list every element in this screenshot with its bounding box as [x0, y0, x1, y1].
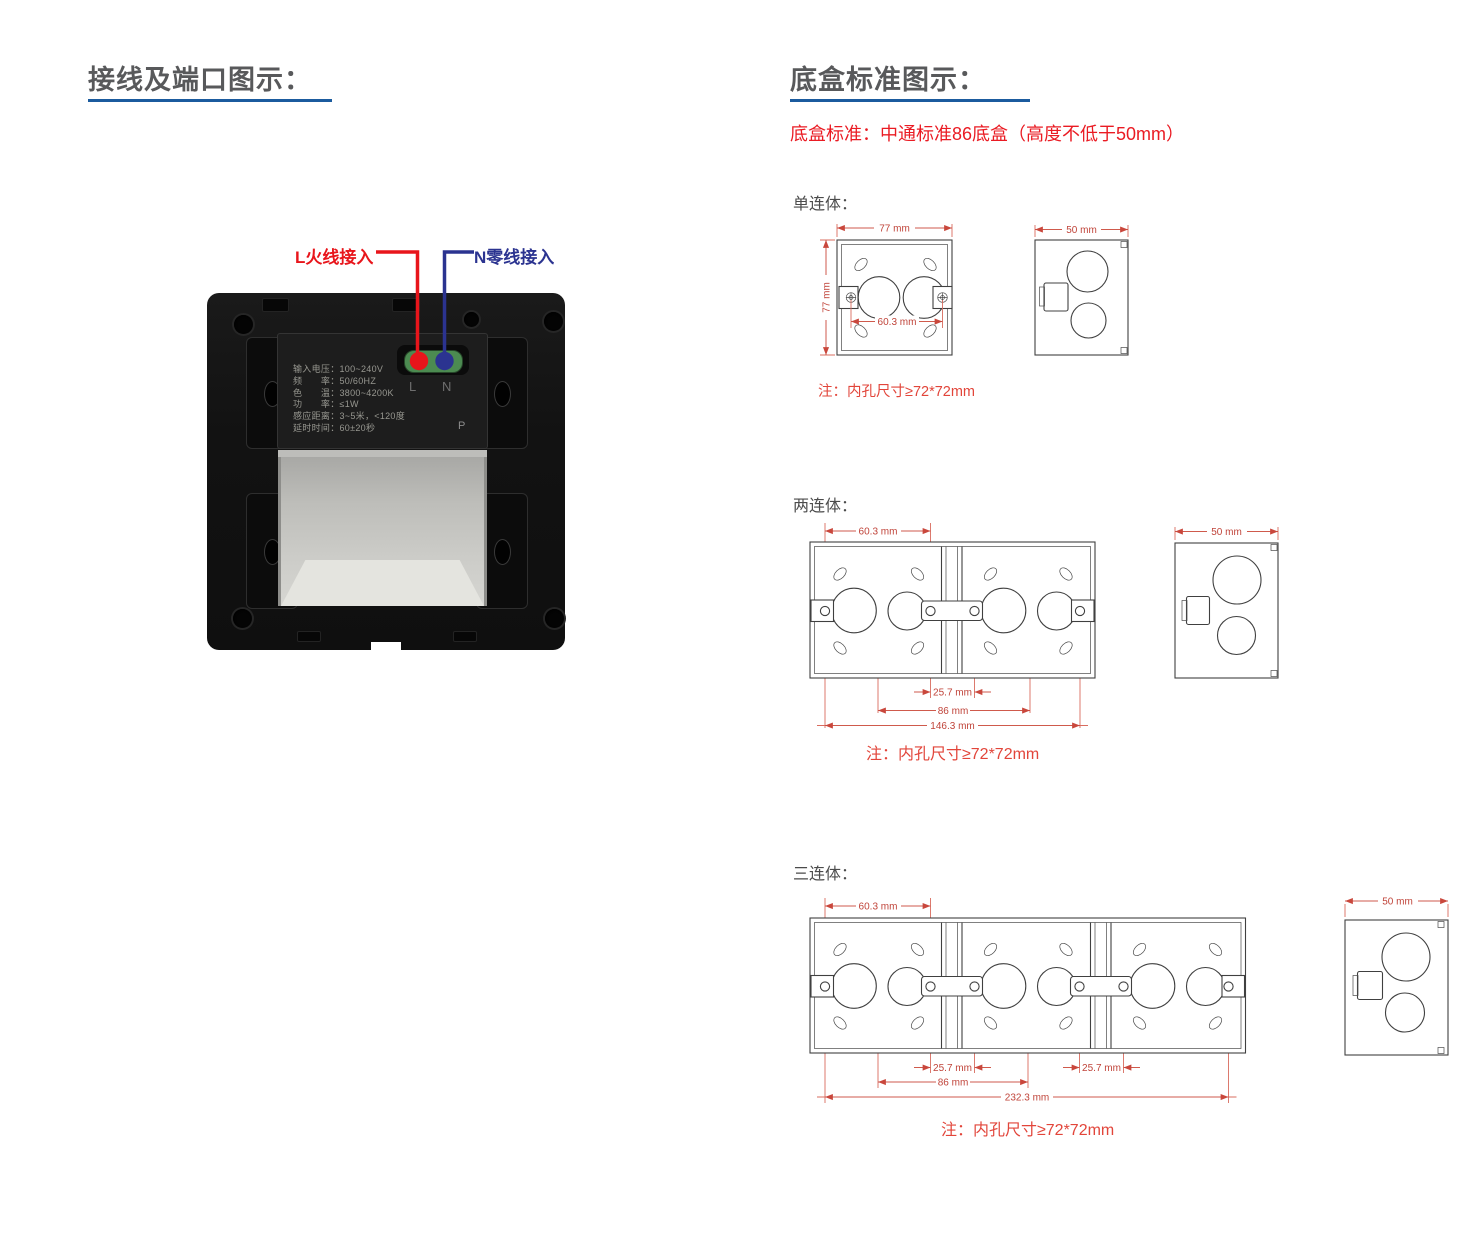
left-title-underline	[88, 99, 332, 102]
device-photo: 输入电压：100~240V 频 率：50/60HZ 色 温：3800~4200K…	[207, 293, 565, 652]
dim-label: 86 mm	[938, 706, 969, 717]
light-window	[278, 457, 487, 606]
live-wire-label: L火线接入	[295, 248, 374, 267]
dim-label: 50 mm	[1382, 897, 1413, 908]
section-label-triple: 三连体：	[793, 866, 858, 883]
dim-label: 25.7 mm	[933, 1063, 972, 1074]
dim-label: 77 mm	[822, 282, 833, 313]
terminal-l-mark: L	[409, 379, 417, 394]
spec-line: 延时时间：60±20秒	[293, 422, 376, 433]
drawing-single-front: 77 mm 77 mm 60.3 mm	[820, 221, 953, 356]
corner-screw-hole	[545, 609, 564, 628]
window-floor	[281, 560, 484, 606]
section-label-double: 两连体：	[793, 498, 858, 515]
device-specs: 输入电压：100~240V 频 率：50/60HZ 色 温：3800~4200K…	[293, 364, 405, 435]
spec-line: 输入电压：100~240V	[293, 364, 384, 374]
spec-line: 感应距离：3~5米，<120度	[293, 411, 406, 422]
clip-hole	[494, 539, 511, 565]
clip-hole	[494, 381, 511, 407]
dim-label: 146.3 mm	[930, 721, 974, 732]
drawing-single-side: 50 mm	[1034, 223, 1129, 356]
note-single: 注：内孔尺寸≥72*72mm	[818, 384, 976, 400]
p-mark: P	[458, 420, 466, 432]
drawing-double-side: 50 mm	[1174, 525, 1279, 679]
drawing-triple-front: 60.3 mm 25.7 mm 25.7 mm 86 mm 232.3 mm	[809, 898, 1247, 1104]
left-title: 接线及端口图示：	[88, 65, 312, 95]
box-standard-subtitle: 底盒标准：中通标准86底盒（高度不低于50mm）	[790, 124, 1185, 144]
drawing-triple-side: 50 mm	[1344, 894, 1449, 1056]
small-hole	[464, 312, 479, 327]
spec-line: 频 率：50/60HZ	[293, 375, 377, 386]
dim-label: 25.7 mm	[1082, 1063, 1121, 1074]
dim-label: 60.3 mm	[878, 317, 917, 328]
terminal-n-mark: N	[442, 379, 452, 394]
dim-label: 86 mm	[938, 1078, 969, 1089]
corner-screw-hole	[233, 609, 252, 628]
dim-label: 60.3 mm	[859, 902, 898, 913]
top-slot	[262, 298, 289, 312]
spec-line: 功 率：≤1W	[293, 399, 359, 410]
bottom-slot	[453, 631, 477, 642]
corner-screw-hole	[234, 315, 253, 334]
right-title-underline	[790, 99, 1030, 102]
corner-screw-hole	[544, 312, 563, 331]
dim-label: 25.7 mm	[933, 688, 972, 699]
note-triple: 注：内孔尺寸≥72*72mm	[941, 1122, 1115, 1139]
drawing-double-front: 60.3 mm 25.7 mm 86 mm 146.3 mm	[809, 523, 1096, 732]
dim-label: 60.3 mm	[859, 527, 898, 538]
spec-label-plate: 输入电压：100~240V 频 率：50/60HZ 色 温：3800~4200K…	[277, 333, 488, 449]
right-title: 底盒标准图示：	[790, 65, 986, 95]
neutral-wire-label: N零线接入	[474, 248, 555, 267]
spec-line: 色 温：3800~4200K	[293, 387, 394, 398]
bottom-notch	[371, 642, 401, 652]
dim-label: 232.3 mm	[1005, 1093, 1049, 1104]
section-label-single: 单连体：	[793, 196, 858, 213]
note-double: 注：内孔尺寸≥72*72mm	[866, 746, 1040, 763]
dim-label: 77 mm	[879, 224, 910, 235]
wire-terminal	[404, 350, 463, 373]
dim-label: 50 mm	[1211, 527, 1242, 538]
window-top-edge	[278, 450, 487, 457]
bottom-slot	[297, 631, 321, 642]
dim-label: 50 mm	[1066, 225, 1097, 236]
top-slot	[392, 298, 420, 312]
